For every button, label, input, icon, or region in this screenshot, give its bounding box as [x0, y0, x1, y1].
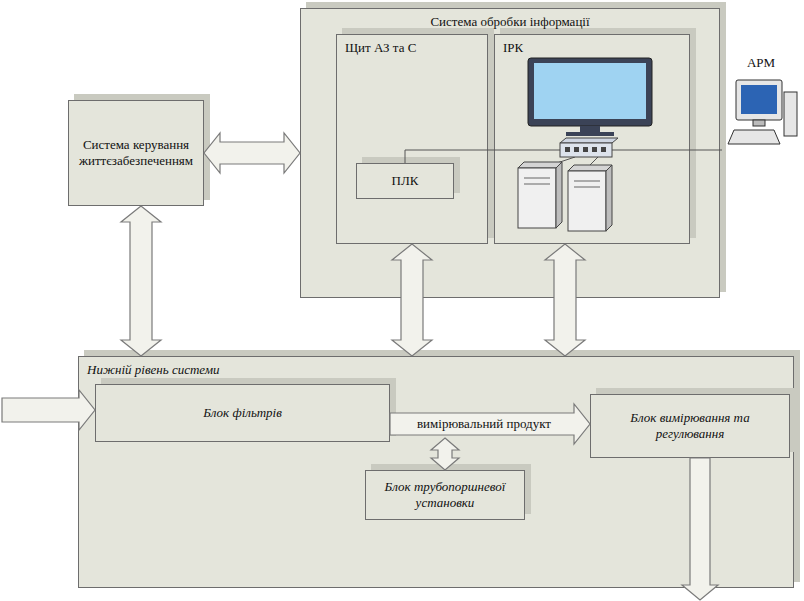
switch-port: [574, 147, 579, 152]
node-title: Блок вимірювання та регулювання: [599, 410, 781, 441]
node-title: АРМ: [747, 55, 775, 71]
workstation-stand: [753, 120, 765, 126]
prover-block: Блок трубопоршневої установки: [365, 470, 525, 520]
network-switch: [560, 138, 618, 143]
node-title: Блок трубопоршневої установки: [374, 479, 516, 510]
server-tower: [568, 165, 612, 171]
flow-arrow: [121, 206, 161, 356]
prover-arrow: [431, 438, 459, 470]
workstation-monitor: [736, 80, 782, 120]
flow-arrow: [545, 244, 585, 356]
node-title: Нижній рівень системи: [87, 362, 220, 378]
node-title: Блок фільтрів: [203, 405, 282, 421]
server-tower: [606, 165, 612, 231]
node-title: Система керування життєзабезпеченням: [77, 137, 195, 168]
input-arrow: [2, 390, 95, 430]
network-switch: [560, 143, 612, 157]
server-tower: [518, 162, 562, 168]
switch-port: [583, 147, 588, 152]
node-title: Щит АЗ та С: [345, 40, 416, 56]
monitor-base: [566, 132, 614, 136]
server-tower: [568, 171, 606, 231]
lower-level-panel: Нижній рівень системиБлок фільтрів Блок в…: [78, 356, 794, 588]
monitor-frame: [528, 58, 652, 126]
monitor-stand: [580, 126, 600, 132]
filter-block: Блок фільтрів: [95, 384, 390, 442]
workstation-tower: [784, 92, 797, 136]
server-bay: [574, 187, 600, 188]
network-wire: [612, 150, 690, 151]
server-tower: [556, 162, 562, 228]
life-support-box: Система керування життєзабезпеченням: [68, 100, 204, 206]
node-title: Система обробки інформації: [430, 14, 589, 30]
server-tower: [518, 168, 556, 228]
server-bay: [524, 184, 550, 185]
node-title: ІРК: [503, 40, 523, 56]
switch-port: [601, 147, 606, 152]
flow-arrow: [390, 404, 590, 444]
switch-port: [592, 147, 597, 152]
workstation-screen: [741, 85, 777, 114]
node-title: ПЛК: [392, 173, 419, 189]
network-wire: [494, 150, 560, 151]
workstation-keyboard: [728, 130, 780, 144]
flow-arrow: [392, 244, 432, 356]
server-bay: [524, 178, 550, 179]
cabinet-box: Щит АЗ та С ПЛК: [336, 34, 488, 244]
system-panel: Система обробки інформаціїЩит АЗ та С ПЛК…: [300, 8, 720, 298]
network-line: [405, 150, 494, 163]
plc-box: ПЛК: [356, 163, 454, 199]
monitor-screen: [534, 63, 646, 119]
output-arrow: [682, 458, 718, 600]
server-bay: [574, 181, 600, 182]
measure-block: Блок вимірювання та регулювання: [590, 394, 790, 458]
flow-arrow: [204, 133, 300, 173]
network-line: [690, 150, 722, 151]
switch-port: [565, 147, 570, 152]
edge-label: вимірювальний продукт: [414, 416, 554, 432]
